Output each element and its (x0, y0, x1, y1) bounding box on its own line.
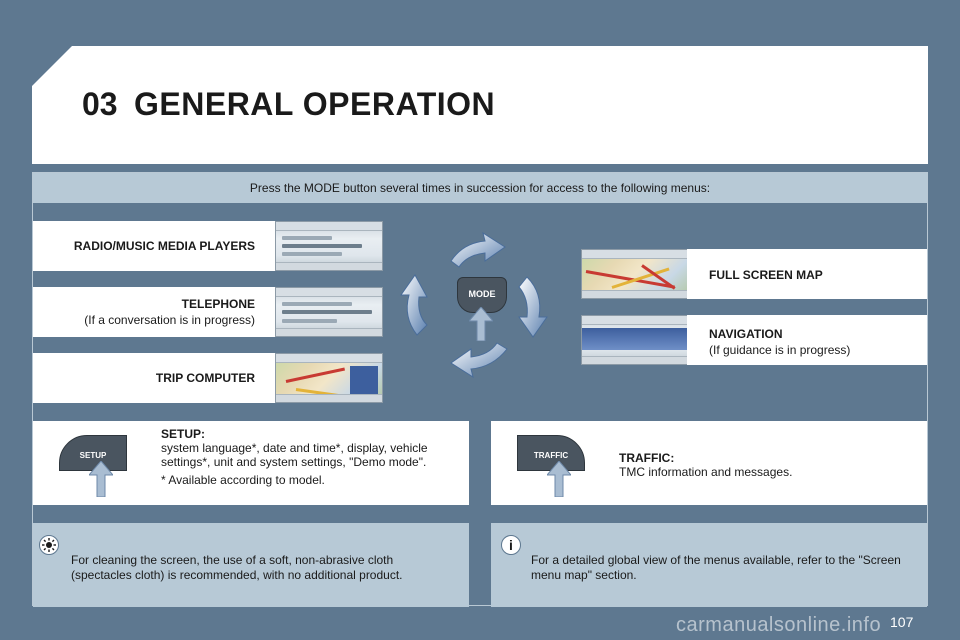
press-arrow-icon (89, 461, 113, 497)
setup-button[interactable]: SETUP (59, 435, 127, 471)
traffic-button-label: TRAFFIC (533, 451, 569, 460)
setup-text: SETUP: system language*, date and time*,… (161, 427, 457, 487)
chapter-number: 03 (82, 86, 118, 122)
menu-title: NAVIGATION (709, 327, 783, 341)
main-panel: Press the MODE button several times in s… (32, 172, 928, 607)
menu-trip-computer: TRIP COMPUTER (33, 353, 275, 403)
mode-cycle-arrows-icon (400, 231, 548, 379)
menu-title: TELEPHONE (181, 297, 255, 311)
menu-navigation: NAVIGATION (If guidance is in progress) (687, 315, 927, 365)
info-tip: i For a detailed global view of the menu… (491, 523, 927, 607)
intro-text: Press the MODE button several times in s… (249, 181, 711, 195)
press-arrow-icon (547, 461, 571, 497)
menu-full-screen-map: FULL SCREEN MAP (687, 249, 927, 299)
cleaning-tip: For cleaning the screen, the use of a so… (33, 523, 469, 607)
menu-title: RADIO/MUSIC MEDIA PLAYERS (73, 239, 255, 253)
page-header: 03 GENERAL OPERATION (32, 46, 928, 164)
traffic-title: TRAFFIC: (619, 451, 675, 465)
menu-subtitle: (If a conversation is in progress) (84, 313, 255, 327)
screen-full-map (581, 249, 689, 299)
sun-icon (39, 535, 59, 555)
setup-description: system language*, date and time*, displa… (161, 441, 428, 469)
press-arrow-icon (469, 307, 493, 341)
chapter-title: GENERAL OPERATION (134, 86, 496, 122)
screen-radio-media (275, 221, 383, 271)
traffic-section: TRAFFIC TRAFFIC: TMC information and mes… (491, 421, 927, 505)
traffic-text: TRAFFIC: TMC information and messages. (619, 451, 915, 479)
setup-note: * Available according to model. (161, 473, 325, 487)
setup-section: SETUP SETUP: system language*, date and … (33, 421, 469, 505)
page-number: 107 (890, 614, 914, 630)
info-tip-text: For a detailed global view of the menus … (531, 553, 901, 582)
watermark: carmanualsonline.info (676, 614, 882, 636)
mode-button-label: MODE (468, 289, 496, 299)
setup-button-label: SETUP (79, 451, 107, 460)
screen-trip-computer (275, 353, 383, 403)
traffic-description: TMC information and messages. (619, 465, 793, 479)
screen-telephone (275, 287, 383, 337)
screen-navigation (581, 315, 689, 365)
menu-telephone: TELEPHONE (If a conversation is in progr… (33, 287, 275, 337)
menu-subtitle: (If guidance is in progress) (709, 343, 851, 357)
cleaning-tip-text: For cleaning the screen, the use of a so… (71, 553, 403, 582)
setup-title: SETUP: (161, 427, 206, 441)
menu-title: TRIP COMPUTER (155, 371, 255, 385)
menu-radio-media: RADIO/MUSIC MEDIA PLAYERS (33, 221, 275, 271)
intro-band: Press the MODE button several times in s… (33, 173, 927, 203)
info-icon: i (501, 535, 521, 555)
menu-title: FULL SCREEN MAP (709, 268, 823, 282)
